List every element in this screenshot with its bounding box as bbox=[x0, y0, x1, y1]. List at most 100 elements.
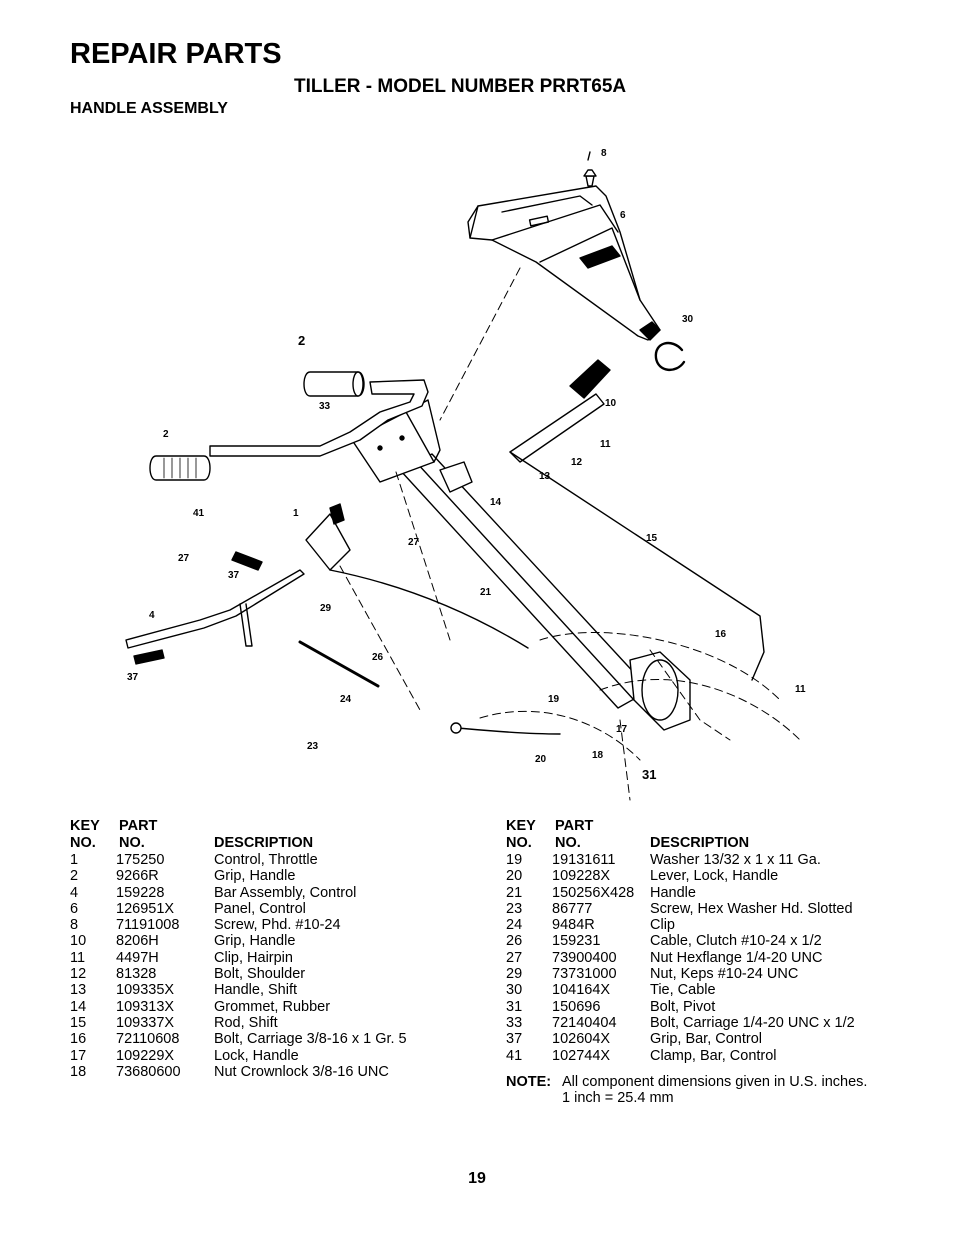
part-no: 159228 bbox=[116, 884, 165, 901]
key-no: 17 bbox=[70, 1047, 87, 1064]
table-row: 14 109313X Grommet, Rubber bbox=[70, 999, 470, 1015]
part-no: 104164X bbox=[552, 982, 611, 999]
description: Handle bbox=[650, 884, 696, 901]
part-no: 126951X bbox=[116, 900, 175, 917]
callout-26: 26 bbox=[372, 652, 384, 663]
key-no: 4 bbox=[70, 884, 79, 901]
callout-19: 19 bbox=[548, 694, 560, 705]
part-no: 19131611 bbox=[552, 852, 616, 868]
key-no: 26 bbox=[506, 933, 523, 950]
key-no: 15 bbox=[70, 1014, 87, 1031]
key-no: 13 bbox=[70, 982, 87, 999]
key-no: 14 bbox=[70, 998, 87, 1015]
callout-29: 29 bbox=[320, 603, 332, 614]
description: Clip bbox=[650, 917, 675, 934]
description: Panel, Control bbox=[214, 900, 306, 917]
callout-27-upper: 27 bbox=[408, 537, 420, 548]
callout-10: 10 bbox=[605, 398, 617, 409]
description: Bar Assembly, Control bbox=[214, 884, 357, 901]
callout-24: 24 bbox=[340, 694, 352, 705]
description: Grip, Handle bbox=[214, 933, 296, 950]
callout-37-lower: 37 bbox=[127, 672, 139, 683]
description: Washer 13/32 x 1 x 11 Ga. bbox=[650, 852, 821, 868]
callout-15: 15 bbox=[646, 533, 658, 544]
screw-8 bbox=[583, 151, 597, 187]
part-no: 8206H bbox=[116, 933, 159, 950]
description: Handle, Shift bbox=[214, 982, 298, 999]
key-no: 11 bbox=[70, 949, 86, 966]
part-no: 109229X bbox=[116, 1047, 175, 1064]
reference-lines bbox=[339, 267, 801, 801]
header-key-line1: KEY bbox=[70, 818, 100, 834]
callout-27-lower: 27 bbox=[178, 553, 190, 564]
part-no: 86777 bbox=[552, 900, 593, 917]
throttle-cable bbox=[329, 569, 529, 649]
handlebar-part bbox=[209, 379, 429, 457]
callout-1: 1 bbox=[293, 508, 299, 519]
cable-tie-30 bbox=[654, 341, 686, 371]
key-no: 12 bbox=[70, 966, 87, 983]
key-no: 20 bbox=[506, 868, 523, 885]
callout-11-lower: 11 bbox=[795, 684, 806, 695]
callout-33: 33 bbox=[319, 401, 331, 412]
callout-30: 30 bbox=[682, 314, 694, 325]
part-no: 109228X bbox=[552, 868, 611, 885]
description: Grip, Bar, Control bbox=[650, 1031, 763, 1048]
key-no: 29 bbox=[506, 966, 523, 983]
description: Rod, Shift bbox=[214, 1014, 278, 1031]
key-no: 41 bbox=[506, 1047, 523, 1064]
key-no: 16 bbox=[70, 1031, 87, 1048]
callout-2-lower: 2 bbox=[163, 429, 169, 440]
header-part-line2: NO. bbox=[555, 835, 581, 851]
lock-lever-knob bbox=[450, 722, 462, 734]
description: Nut Crownlock 3/8-16 UNC bbox=[214, 1063, 389, 1080]
description: Clamp, Bar, Control bbox=[650, 1047, 777, 1064]
key-no: 37 bbox=[506, 1031, 523, 1048]
part-no: 102604X bbox=[552, 1031, 611, 1048]
key-no: 30 bbox=[506, 982, 523, 999]
grip-37-lower bbox=[133, 649, 165, 665]
part-no: 150696 bbox=[552, 998, 601, 1015]
callout-13: 13 bbox=[539, 471, 551, 482]
callout-21: 21 bbox=[480, 587, 492, 598]
description: Grommet, Rubber bbox=[214, 998, 331, 1015]
description: Nut, Keps #10-24 UNC bbox=[650, 966, 799, 983]
table-row: 29 73731000 Nut, Keps #10-24 UNC bbox=[506, 966, 906, 982]
header-part-line1: PART bbox=[555, 818, 594, 834]
part-no: 109313X bbox=[116, 998, 175, 1015]
callout-8: 8 bbox=[601, 148, 607, 159]
handle-tube-part bbox=[399, 453, 651, 709]
description: Bolt, Shoulder bbox=[214, 966, 306, 983]
callout-41: 41 bbox=[193, 508, 205, 519]
part-no: 150256X428 bbox=[552, 884, 635, 901]
table-row: 10 8206H Grip, Handle bbox=[70, 933, 470, 949]
part-no: 159231 bbox=[552, 933, 601, 950]
callout-37-upper: 37 bbox=[228, 570, 240, 581]
callout-2-upper: 2 bbox=[298, 333, 305, 348]
part-no: 73731000 bbox=[552, 966, 617, 983]
part-no: 9484R bbox=[552, 917, 595, 934]
parts-list-header: KEY NO. PART NO. DESCRIPTION bbox=[506, 818, 906, 852]
key-no: 6 bbox=[70, 900, 79, 917]
throttle-control-part bbox=[305, 503, 351, 571]
handle-assembly-diagram: 8 6 30 2 10 33 11 2 12 13 14 41 1 27 15 … bbox=[125, 148, 806, 801]
key-no: 10 bbox=[70, 933, 87, 950]
header-part-line1: PART bbox=[119, 818, 158, 834]
key-no: 33 bbox=[506, 1014, 523, 1031]
description: Control, Throttle bbox=[214, 852, 318, 868]
description: Screw, Phd. #10-24 bbox=[214, 917, 341, 934]
description: Clip, Hairpin bbox=[214, 949, 293, 966]
